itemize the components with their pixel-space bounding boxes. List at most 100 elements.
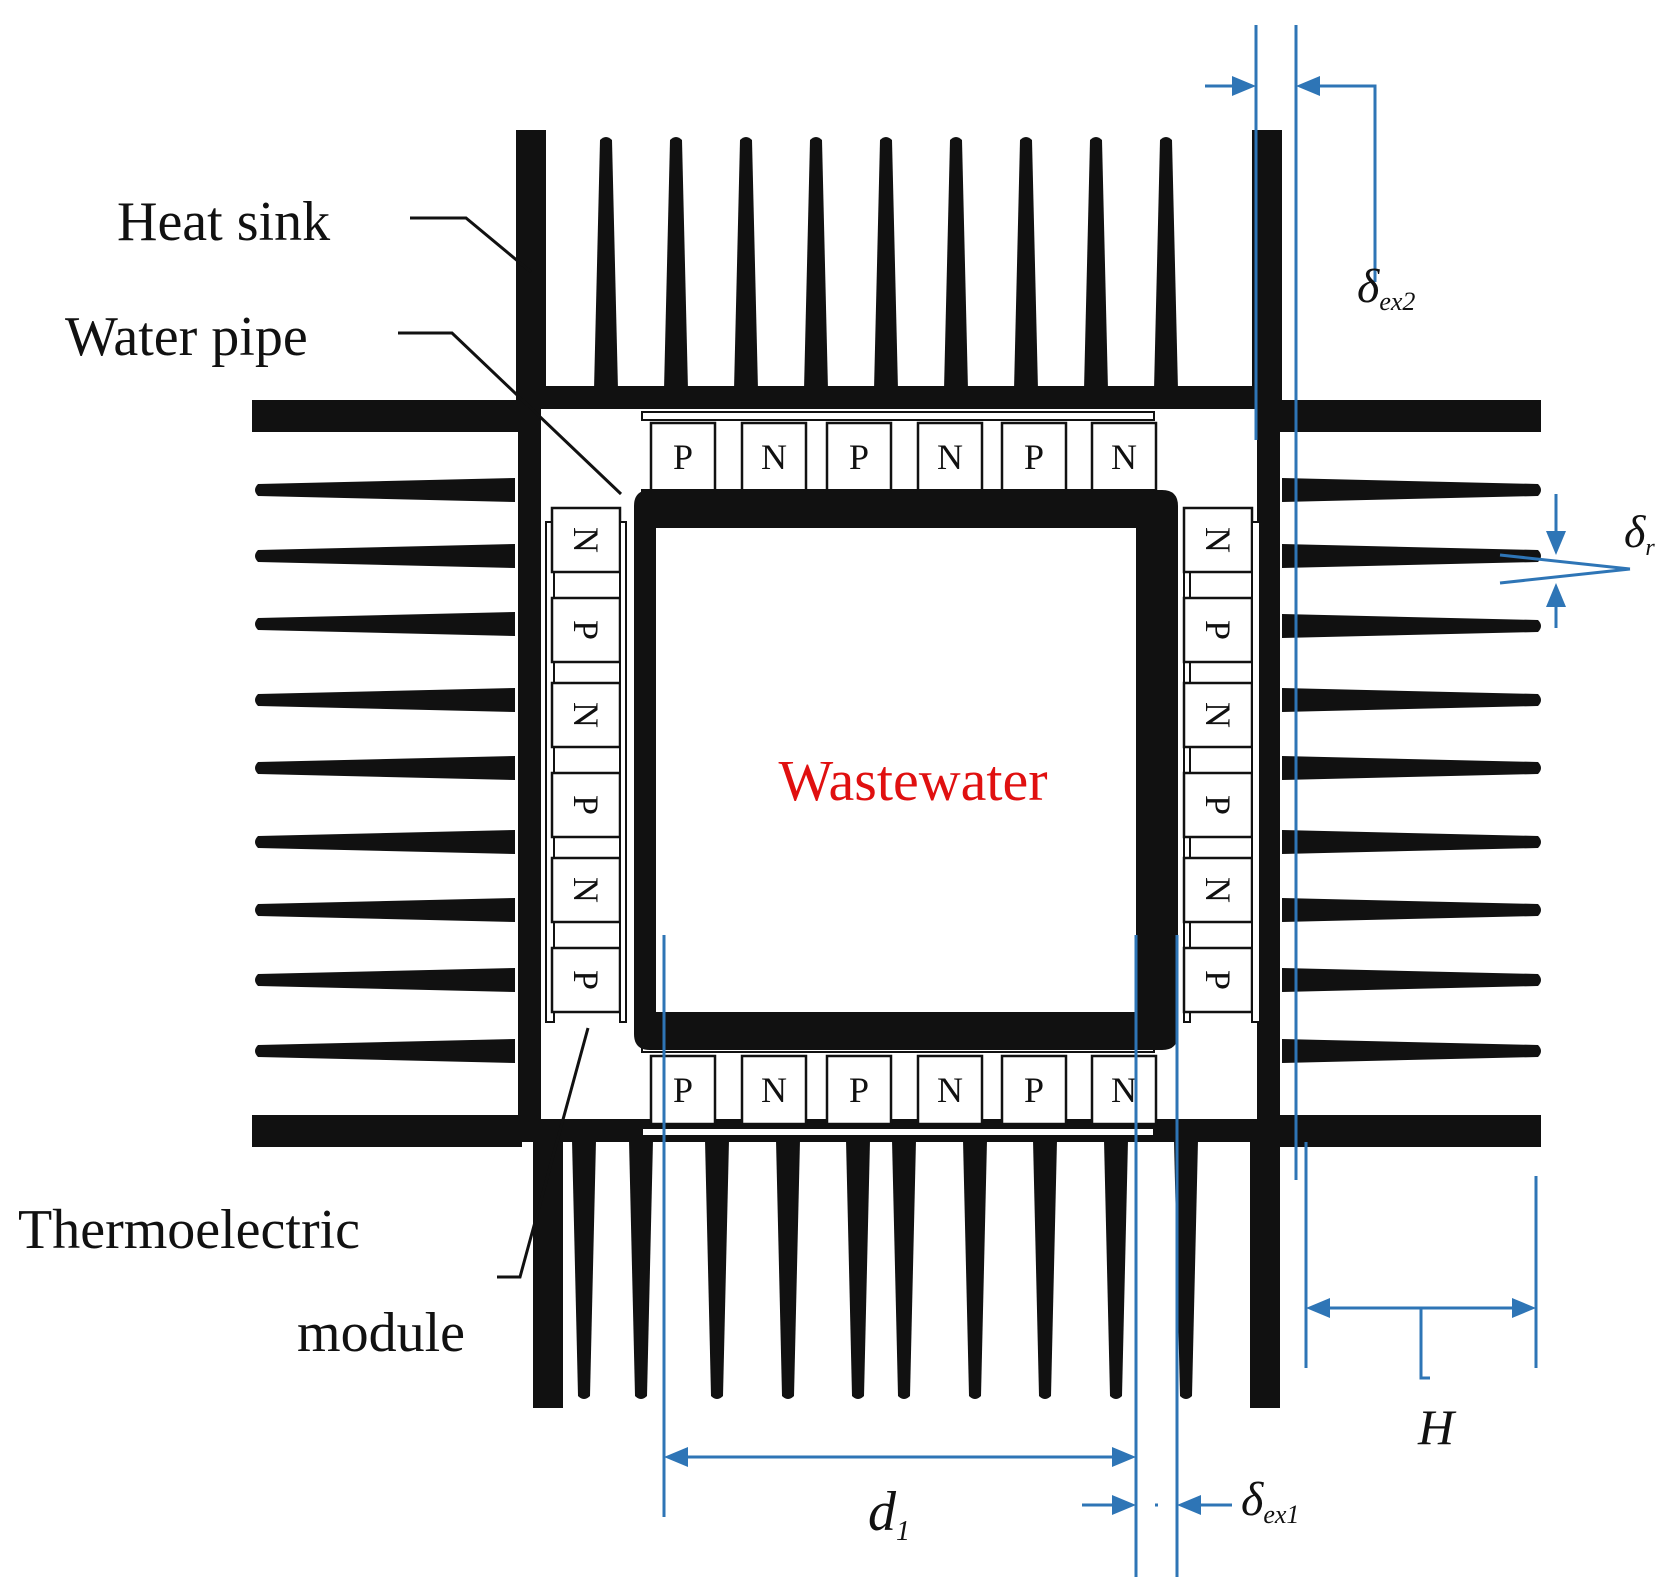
bottom-fin [629,1140,653,1399]
cell-letter: N [566,877,606,903]
right-fin [1282,898,1541,922]
delta-r-symbol: δr [1624,506,1655,561]
thermoelectric-label: Thermoelectric [18,1199,360,1261]
d1-symbol: d1 [868,1481,910,1547]
cell-letter: N [1111,437,1137,477]
cell-letter: P [1024,1070,1044,1110]
right-module-cell: N [1182,681,1254,749]
right-module-cell: N [1182,506,1254,574]
top-fin [1084,137,1108,390]
bottom-module-cell: N [916,1054,984,1126]
bottom-fin [892,1140,916,1399]
bottom-fin [963,1140,987,1399]
cell-letter: N [937,437,963,477]
bottom-fin [1033,1140,1057,1399]
module-plate [641,411,1155,421]
left-module-cell: N [550,506,622,574]
H-symbol: H [1417,1399,1457,1455]
cell-letter: P [1024,437,1044,477]
bottom-fin-edge [1250,1130,1280,1408]
cell-letter: N [761,437,787,477]
delta-ex2-symbol: δex2 [1357,260,1415,316]
bottom-fin [705,1140,729,1399]
top-module-cell: P [649,421,717,493]
bottom-module-cell: N [1090,1054,1158,1126]
right-fin [1282,756,1541,780]
bottom-fin [1174,1140,1198,1399]
bottom-module-cell: P [649,1054,717,1126]
cell-letter: N [566,527,606,553]
heat-sink-fins [252,130,1541,1408]
cell-letter: P [849,437,869,477]
cell-letter: N [1198,527,1238,553]
cell-letter: N [1198,702,1238,728]
left-fin-edge [252,400,522,432]
top-module-cell: P [1000,421,1068,493]
right-fin [1282,1039,1541,1063]
left-fin [255,898,515,922]
left-fin [255,1039,515,1063]
right-fin [1282,478,1541,502]
water-pipe-leader [398,331,623,496]
cell-letter: P [849,1070,869,1110]
cell-letter: N [1198,877,1238,903]
module-label: module [297,1302,465,1364]
left-fin [255,830,515,854]
thermoelectric-leader [497,1027,590,1279]
left-module-cell: P [550,771,622,839]
left-module-cell: N [550,681,622,749]
top-module-cell: N [1090,421,1158,493]
left-fin [255,544,515,568]
wastewater-label: Wastewater [778,748,1047,813]
heat-sink-leader [410,216,532,274]
cell-letter: P [673,437,693,477]
right-fin-edge [1275,1115,1541,1147]
top-fin [664,137,688,390]
cell-letter: N [761,1070,787,1110]
right-module-cell: P [1182,946,1254,1014]
left-fin [255,688,515,712]
cell-letter: P [1198,795,1238,815]
dimension-arrowheads [664,76,1566,1515]
heat-sink-label: Heat sink [117,191,330,253]
right-fin [1282,614,1541,638]
top-fin [734,137,758,390]
bottom-module-cell: P [825,1054,893,1126]
cell-letter: P [566,795,606,815]
water-pipe-label: Water pipe [65,306,308,368]
left-module-cell: N [550,856,622,924]
right-fin [1282,830,1541,854]
bottom-module-cell: P [1000,1054,1068,1126]
module-plate [641,1127,1155,1137]
left-module-cell: P [550,596,622,664]
delta-ex1-symbol: δex1 [1241,1473,1299,1529]
cell-letter: P [673,1070,693,1110]
bottom-fin [776,1140,800,1399]
left-fin [255,968,515,992]
module-plate [1251,521,1261,1023]
left-fin [255,756,515,780]
bottom-module-cell: N [740,1054,808,1126]
module-plate [619,521,627,1023]
cell-letter: N [937,1070,963,1110]
top-module-cell: P [825,421,893,493]
top-fin [804,137,828,390]
cell-letter: P [1198,970,1238,990]
top-fin [874,137,898,390]
bottom-fin [846,1140,870,1399]
left-fin [255,612,515,636]
top-fin [1014,137,1038,390]
cell-letter: P [566,620,606,640]
right-fin [1282,544,1541,568]
cell-letter: N [1111,1070,1137,1110]
left-module-cell: P [550,946,622,1014]
top-fin [594,137,618,390]
dimension-lines [662,25,1631,1577]
right-module-cell: N [1182,856,1254,924]
bottom-fin [1104,1140,1128,1399]
top-fin [1154,137,1178,390]
cell-letter: P [1198,620,1238,640]
top-fin [944,137,968,390]
cell-letter: P [566,970,606,990]
